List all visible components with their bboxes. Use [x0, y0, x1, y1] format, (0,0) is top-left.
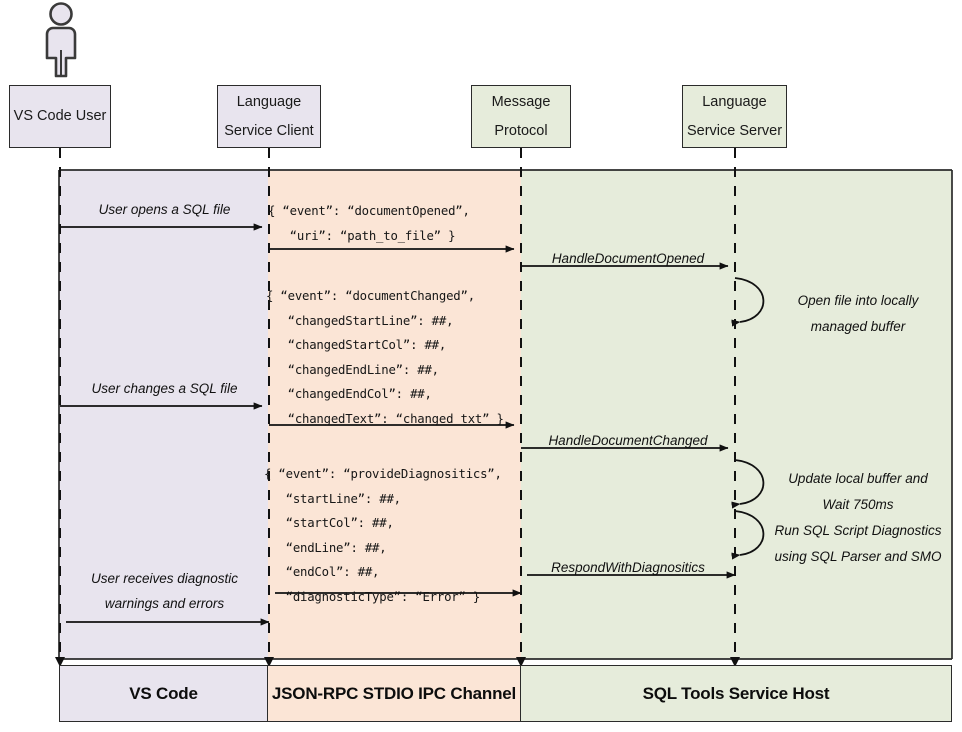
user-person-icon: [45, 2, 77, 78]
footer-label: VS Code: [129, 683, 198, 703]
lifeline-end-arrow-proto: [516, 657, 526, 667]
payload-provide-diagnostics: { “event”: “provideDiagnositics”, “start…: [264, 467, 502, 604]
message-label-user-opens: User opens a SQL file: [98, 202, 231, 217]
actor-label-line: Protocol: [494, 122, 548, 139]
footer-box-sql-tools-service-host[interactable]: SQL Tools Service Host: [520, 665, 952, 722]
actor-label-line: Service Server: [686, 122, 783, 139]
actor-label-line: Message: [491, 94, 551, 111]
footer-label: SQL Tools Service Host: [642, 683, 830, 703]
band-service: [521, 170, 952, 659]
self-loop-open-file: [731, 277, 765, 327]
message-label-handle-document-opened: HandleDocumentOpened: [551, 251, 705, 266]
footer-box-ipc-channel[interactable]: JSON-RPC STDIO IPC Channel: [267, 665, 521, 722]
actor-label-line: Language: [702, 94, 767, 111]
actor-box-message-protocol[interactable]: Message Protocol: [471, 85, 571, 148]
band-ipc: [268, 170, 521, 659]
actor-label-line: Language: [236, 94, 302, 111]
lifeline-end-arrow-client: [264, 657, 274, 667]
payload-document-changed: { “event”: “documentChanged”, “changedSt…: [266, 289, 504, 426]
self-loop-update-buffer: [731, 459, 765, 509]
message-label-respond-with-diagnostics: RespondWithDiagnositics: [551, 560, 705, 575]
note-update-local-buffer: Update local buffer and Wait 750ms: [788, 471, 928, 513]
lifeline-end-arrow-server: [730, 657, 740, 667]
actor-box-vs-code-user[interactable]: VS Code User: [9, 85, 111, 148]
footer-label: JSON-RPC STDIO IPC Channel: [271, 683, 517, 703]
self-loop-run-diagnostics: [731, 510, 765, 560]
actor-box-language-service-client[interactable]: Language Service Client: [217, 85, 321, 148]
band-vscode: [59, 170, 268, 659]
footer-box-vs-code[interactable]: VS Code: [59, 665, 268, 722]
payload-document-opened: { “event”: “documentOpened”, “uri”: “pat…: [268, 204, 470, 243]
actor-label-line: Service Client: [224, 122, 314, 139]
message-label-user-receives: User receives diagnostic warnings and er…: [90, 571, 239, 611]
lifeline-end-arrow-user: [55, 657, 65, 667]
note-open-file-into-buffer: Open file into locally managed buffer: [797, 293, 919, 335]
message-label-user-changes: User changes a SQL file: [91, 381, 238, 396]
actor-label-line: VS Code User: [13, 108, 107, 125]
note-run-sql-script-diagnostics: Run SQL Script Diagnostics using SQL Par…: [774, 523, 942, 565]
actor-box-language-service-server[interactable]: Language Service Server: [682, 85, 787, 148]
message-label-handle-document-changed: HandleDocumentChanged: [548, 433, 708, 448]
